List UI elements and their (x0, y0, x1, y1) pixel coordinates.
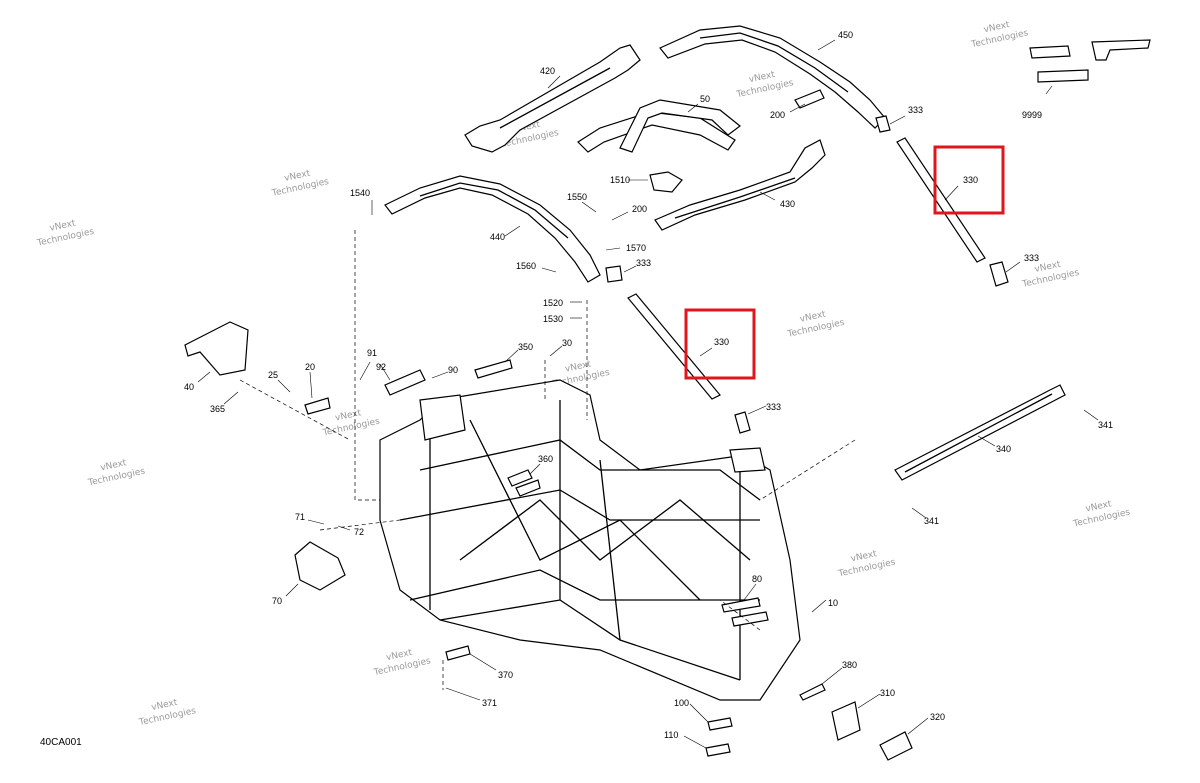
part-label-350[interactable]: 350 (518, 342, 533, 352)
part-label-333[interactable]: 333 (908, 105, 923, 115)
assembly-lines (239, 230, 856, 690)
roll-bar-420 (464, 44, 641, 153)
bracket-90 (384, 369, 426, 396)
part-label-92[interactable]: 92 (376, 362, 386, 372)
part-label-100[interactable]: 100 (674, 698, 689, 708)
part-label-370[interactable]: 370 (498, 670, 513, 680)
part-label-360[interactable]: 360 (538, 454, 553, 464)
roll-bar-450 (659, 25, 886, 129)
part-label-1530[interactable]: 1530 (543, 314, 563, 324)
part-label-1560[interactable]: 1560 (516, 261, 536, 271)
mount-70 (294, 541, 346, 591)
part-label-340[interactable]: 340 (996, 444, 1011, 454)
part-label-341[interactable]: 341 (1098, 420, 1113, 430)
part-label-10[interactable]: 10 (828, 598, 838, 608)
highlight-box-330-right (933, 145, 1005, 215)
part-label-310[interactable]: 310 (880, 688, 895, 698)
highlight-box-330-center (684, 308, 756, 380)
roll-bar-430 (654, 139, 826, 231)
part-label-70[interactable]: 70 (272, 596, 282, 606)
part-label-440[interactable]: 440 (490, 232, 505, 242)
part-label-40[interactable]: 40 (184, 382, 194, 392)
part-label-72[interactable]: 72 (354, 527, 364, 537)
part-label-80[interactable]: 80 (752, 574, 762, 584)
part-label-9999[interactable]: 9999 (1022, 110, 1042, 120)
part-label-420[interactable]: 420 (540, 66, 555, 76)
part-label-110[interactable]: 110 (664, 730, 678, 740)
part-label-25[interactable]: 25 (268, 370, 278, 380)
part-label-330[interactable]: 330 (963, 175, 978, 185)
main-frame-10 (379, 379, 801, 701)
part-label-380[interactable]: 380 (842, 660, 857, 670)
part-label-71[interactable]: 71 (295, 512, 305, 522)
part-label-200[interactable]: 200 (770, 110, 785, 120)
clip-370 (445, 645, 471, 661)
tube-340 (894, 384, 1066, 481)
part-label-1520[interactable]: 1520 (543, 298, 563, 308)
crossbar-50 (577, 99, 741, 193)
part-labels: 420 450 50 200 333 9999 330 333 1510 430… (184, 30, 1113, 740)
plate-320 (879, 731, 913, 761)
part-label-333[interactable]: 333 (766, 402, 781, 412)
decal-9999 (1029, 39, 1151, 83)
part-label-341[interactable]: 341 (924, 516, 939, 526)
support-tube-330-right (875, 115, 1009, 287)
part-label-320[interactable]: 320 (930, 712, 945, 722)
rod-380 (799, 683, 826, 701)
part-label-1510[interactable]: 1510 (610, 175, 630, 185)
bracket-350 (474, 359, 513, 379)
part-label-333[interactable]: 333 (636, 258, 651, 268)
leader-lines (197, 39, 1099, 749)
support-tube-330-center (605, 265, 751, 434)
part-label-371[interactable]: 371 (482, 698, 497, 708)
part-label-330[interactable]: 330 (714, 337, 729, 347)
bracket-20 (304, 397, 331, 415)
bracket-40 (184, 321, 249, 376)
clip-110 (705, 743, 731, 757)
part-label-1550[interactable]: 1550 (567, 192, 587, 202)
tube-200-top (794, 89, 825, 109)
part-label-30[interactable]: 30 (562, 338, 572, 348)
part-label-91[interactable]: 91 (367, 348, 377, 358)
part-label-1570[interactable]: 1570 (626, 243, 646, 253)
part-label-1540[interactable]: 1540 (350, 188, 370, 198)
part-label-365[interactable]: 365 (210, 404, 225, 414)
part-label-200[interactable]: 200 (632, 204, 647, 214)
part-label-450[interactable]: 450 (838, 30, 853, 40)
part-label-430[interactable]: 430 (780, 199, 795, 209)
part-label-90[interactable]: 90 (448, 365, 458, 375)
part-label-333[interactable]: 333 (1024, 253, 1039, 263)
bracket-360 (507, 469, 541, 497)
plate-310 (831, 701, 861, 741)
diagram-code: 40CA001 (40, 737, 82, 748)
clip-100 (707, 717, 733, 731)
part-label-50[interactable]: 50 (700, 94, 710, 104)
part-label-20[interactable]: 20 (305, 362, 315, 372)
roll-bar-440 (384, 175, 601, 283)
